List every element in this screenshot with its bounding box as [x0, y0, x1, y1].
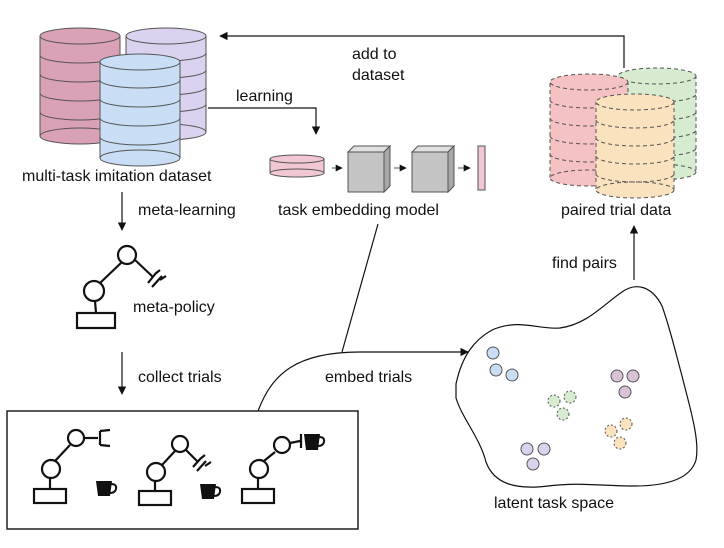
latent-cluster-pink: [610, 369, 640, 399]
meta-learning-label: meta-learning: [138, 202, 236, 219]
paired-data-stack-icon: [549, 67, 697, 199]
database-icon: [99, 53, 181, 167]
embedding-vector-icon: [477, 145, 486, 191]
latent-cluster-green: [547, 390, 577, 421]
learning-arrow: [208, 107, 321, 135]
learning-label: learning: [236, 88, 293, 105]
latent-cluster-purple: [520, 442, 551, 471]
robot-arm-icon: [240, 434, 303, 505]
embedding-model-icon: [269, 144, 486, 194]
latent-cluster-blue: [486, 346, 519, 382]
dataset-label: multi-task imitation dataset: [22, 168, 212, 185]
robot-arm-icon: [75, 244, 167, 330]
coffee-cup-icon: [200, 484, 222, 499]
embed-trials-arrow: [257, 347, 469, 412]
find-pairs-label: find pairs: [552, 255, 617, 272]
coffee-cup-icon: [96, 481, 118, 496]
add-to-dataset-arrow: [219, 31, 625, 68]
meta-policy-label: meta-policy: [133, 299, 215, 316]
database-icon: [595, 93, 675, 199]
add-label-line2: dataset: [352, 67, 405, 84]
latent-cluster-peach: [604, 417, 633, 450]
collect-trials-label: collect trials: [138, 369, 222, 386]
embedding-model-connector: [341, 223, 379, 353]
coffee-cup-icon: [304, 434, 326, 450]
robot-arm-icon: [137, 434, 212, 507]
latent-space-blob: [455, 286, 698, 488]
embedding-model-label: task embedding model: [278, 202, 439, 219]
dataset-stack-icon: [39, 27, 207, 167]
paired-data-label: paired trial data: [561, 202, 671, 219]
embed-trials-label: embed trials: [325, 369, 412, 386]
trials-box: [6, 410, 359, 530]
robot-arm-icon: [32, 428, 111, 505]
add-label-line1: add to: [352, 46, 397, 63]
latent-space-label: latent task space: [494, 495, 614, 512]
